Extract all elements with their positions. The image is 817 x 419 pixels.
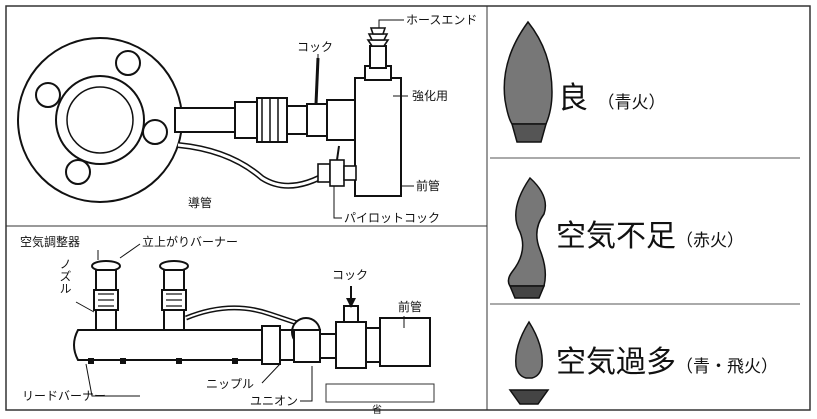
flame-shortage-label: 空気不足（赤火） xyxy=(556,220,744,258)
fittings xyxy=(261,317,431,369)
label-guide-pipe: 導管 xyxy=(188,196,213,210)
label-partial-char: 省 xyxy=(372,405,382,416)
label-air-adjuster: 空気調整器 xyxy=(20,235,81,249)
flame-good-label: 良 （青火） xyxy=(558,82,666,120)
label-cock-top: コック xyxy=(297,40,334,54)
label-lead-burner: リードバーナー xyxy=(22,389,107,403)
flame-good-main: 良 xyxy=(558,81,588,116)
label-union: ユニオン xyxy=(250,394,299,408)
label-riser-burner: 立上がりバーナー xyxy=(142,235,239,249)
riser-burner-right xyxy=(159,260,189,331)
cropped-caption-box xyxy=(325,383,435,403)
outer-frame xyxy=(5,5,811,411)
label-reinforce: 強化用 xyxy=(412,89,449,103)
label-cock-bottom: コック xyxy=(332,268,369,282)
flame-shortage-note: （赤火） xyxy=(676,231,744,251)
label-nipple: ニップル xyxy=(206,377,255,391)
label-front-pipe-top: 前管 xyxy=(416,179,441,193)
flame-air-shortage xyxy=(507,176,547,299)
flame-excess-note: （青・飛火） xyxy=(676,357,778,377)
cock-handle-top xyxy=(314,57,320,105)
label-hose-end: ホースエンド xyxy=(406,13,478,27)
lead-burner-pipe xyxy=(73,329,291,361)
pilot-cock xyxy=(317,159,357,187)
flame-excess-main: 空気過多 xyxy=(556,345,676,380)
flame-air-excess xyxy=(508,320,550,405)
guide-pipe xyxy=(177,142,332,189)
label-pilot-cock: パイロットコック xyxy=(344,211,441,225)
flame-shortage-main: 空気不足 xyxy=(556,219,676,254)
riser-burner-left xyxy=(91,260,121,331)
flame-good xyxy=(503,20,553,143)
label-nozzle: ノズル xyxy=(58,258,72,294)
hose-end xyxy=(366,27,390,47)
flame-excess-label: 空気過多（青・飛火） xyxy=(556,346,778,384)
label-front-pipe-bottom: 前管 xyxy=(398,300,423,314)
flame-good-note: （青火） xyxy=(597,93,666,113)
main-pipe xyxy=(174,97,356,143)
ring-burner xyxy=(17,37,183,203)
